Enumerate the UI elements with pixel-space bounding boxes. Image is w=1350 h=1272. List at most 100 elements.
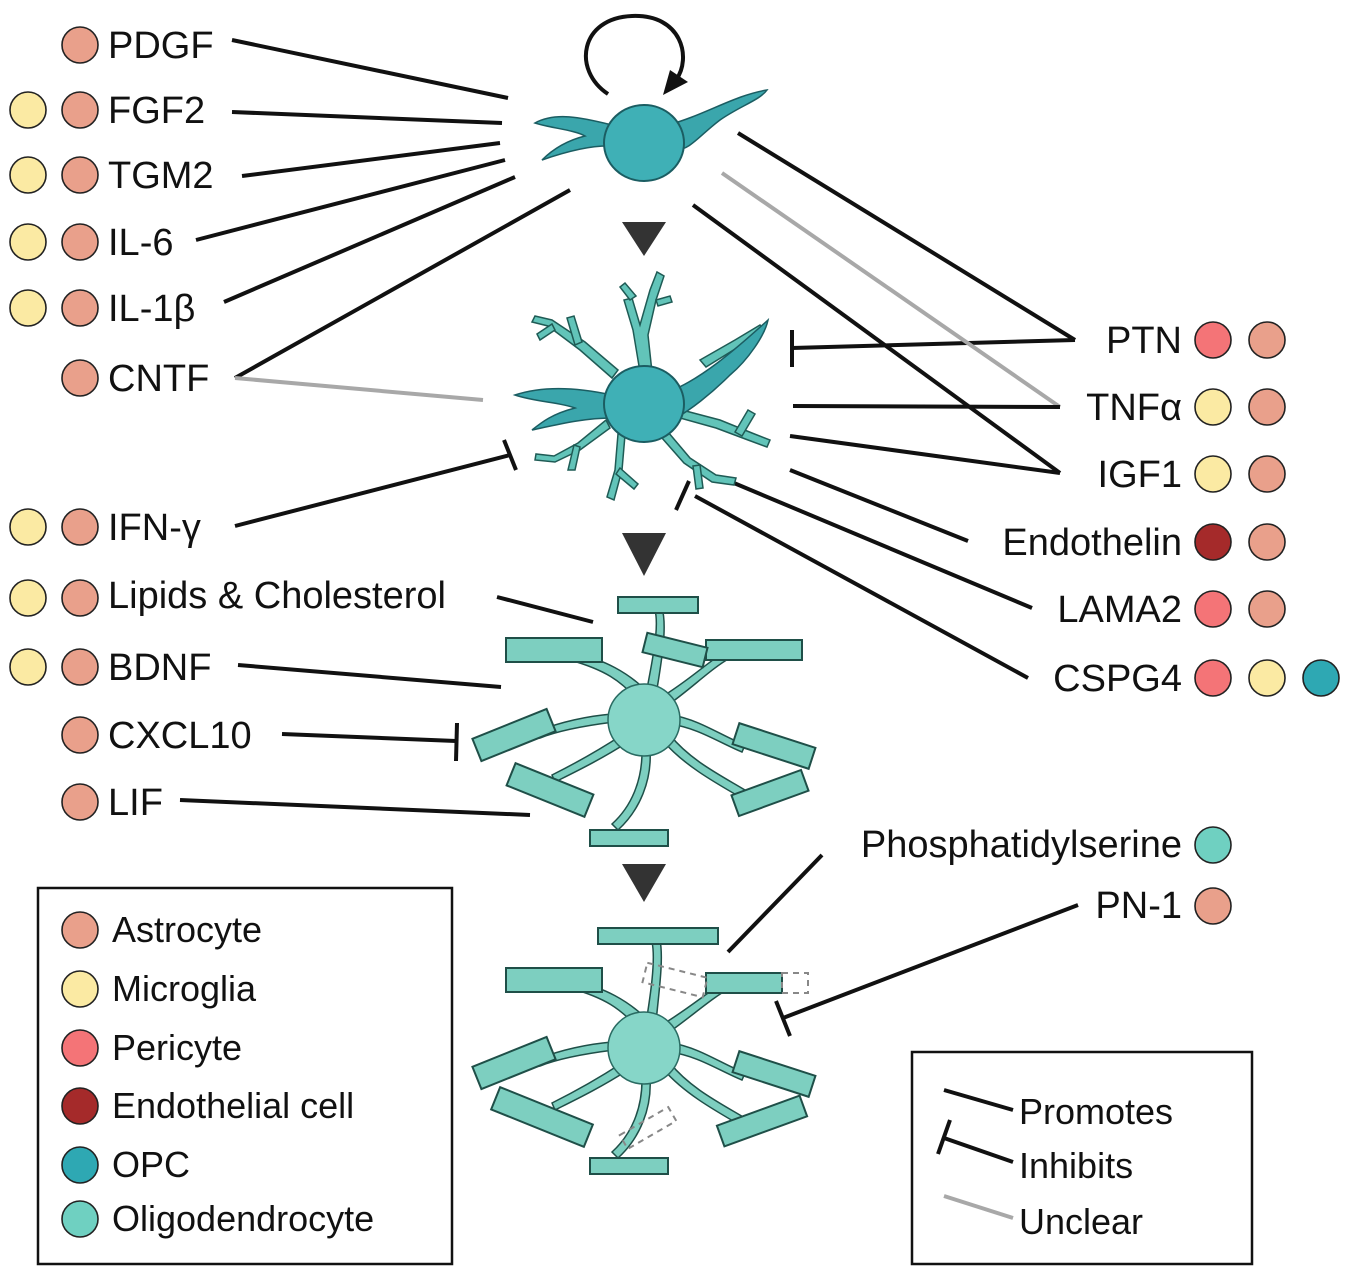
factor-label: IL-1β xyxy=(108,288,195,330)
line-tgm2-opc xyxy=(241,141,501,178)
factor-label: LAMA2 xyxy=(1057,589,1182,631)
line-igf1-pre-ol xyxy=(789,434,1061,475)
down-triangle-icon xyxy=(622,222,666,256)
myelin-sheath xyxy=(589,829,669,847)
line-tnfa-pre-ol xyxy=(792,404,1061,409)
pericyte-dot-icon xyxy=(1194,659,1232,697)
legend-label: Unclear xyxy=(1019,1201,1143,1242)
microglia-dot-icon xyxy=(9,223,47,261)
factor-lif: LIF xyxy=(61,782,163,824)
factor-cxcl10: CXCL10 xyxy=(61,715,252,757)
microglia-dot-icon xyxy=(61,970,99,1008)
opc-dot-icon xyxy=(61,1146,99,1184)
factor-label: PDGF xyxy=(108,25,214,67)
self-renewal-arrow xyxy=(583,13,688,96)
astrocyte-dot-icon xyxy=(61,91,99,129)
line-cxcl10-ol xyxy=(281,732,457,743)
line-phosphatidylserine-myel xyxy=(726,853,824,954)
factor-label: FGF2 xyxy=(108,90,205,132)
microglia-dot-icon xyxy=(1194,455,1232,493)
microglia-dot-icon xyxy=(9,91,47,129)
myelin-sheath-ghost xyxy=(641,961,709,999)
pericyte-dot-icon xyxy=(61,1029,99,1067)
opc-soma xyxy=(603,104,685,182)
line-pn1-myel xyxy=(782,903,1079,1020)
legend-item-promotes: Promotes xyxy=(943,1088,1173,1132)
astrocyte-dot-icon xyxy=(61,359,99,397)
factor-label: BDNF xyxy=(108,647,211,689)
line-lif-ol xyxy=(179,798,531,817)
line-il1b-opc xyxy=(223,175,516,304)
legend-label: OPC xyxy=(112,1144,190,1185)
line-il6-opc xyxy=(195,158,506,242)
line-igf1-opc xyxy=(691,203,1062,475)
microglia-dot-icon xyxy=(1248,659,1286,697)
factor-label: TNFα xyxy=(1086,387,1182,429)
factor-endothelin: Endothelin xyxy=(1002,522,1286,564)
factor-label: TGM2 xyxy=(108,155,214,197)
line-bdnf-ol xyxy=(237,663,502,689)
inhibits-line-icon xyxy=(943,1136,1014,1164)
factor-pn1: PN-1 xyxy=(1095,885,1232,927)
myelin-sheath-ghost xyxy=(618,1105,678,1151)
factor-lipids-cholesterol: Lipids & Cholesterol xyxy=(9,575,446,617)
myelin-sheath xyxy=(617,596,699,614)
pre-oligodendrocyte-cell xyxy=(512,270,771,502)
legend-item-oligodendrocyte: Oligodendrocyte xyxy=(61,1198,374,1239)
factor-ptn: PTN xyxy=(1106,320,1286,362)
astrocyte-dot-icon xyxy=(61,508,99,546)
factor-il1b: IL-1β xyxy=(9,288,195,330)
factor-cntf: CNTF xyxy=(61,358,209,400)
line-cspg4-pre-ol xyxy=(694,494,1029,680)
endothelial-cell-dot-icon xyxy=(1194,523,1232,561)
astrocyte-dot-icon xyxy=(61,26,99,64)
myelin-sheath-ghost xyxy=(781,972,809,994)
down-triangle-icon xyxy=(622,864,666,902)
line-cntf-opc xyxy=(234,188,571,380)
unclear-line-icon xyxy=(943,1194,1014,1220)
astrocyte-dot-icon xyxy=(61,579,99,617)
factor-label: CSPG4 xyxy=(1053,658,1182,700)
cell-type-legend-box xyxy=(36,886,454,1266)
microglia-dot-icon xyxy=(9,156,47,194)
myelin-sheath xyxy=(505,637,603,663)
factor-cspg4: CSPG4 xyxy=(1053,658,1340,700)
factor-label: Endothelin xyxy=(1002,522,1182,564)
line-pdgf-opc xyxy=(231,38,509,100)
microglia-dot-icon xyxy=(9,508,47,546)
opc-cell xyxy=(533,88,769,182)
myelin-sheath xyxy=(705,972,783,994)
line-lipids-ol xyxy=(496,595,594,624)
myelin-sheath xyxy=(597,927,719,945)
promotes-line-icon xyxy=(943,1088,1014,1112)
factor-phosphatidylserine: Phosphatidylserine xyxy=(861,824,1232,866)
factor-igf1: IGF1 xyxy=(1098,454,1286,496)
tbar-pn1 xyxy=(774,1000,792,1037)
factor-label: Lipids & Cholesterol xyxy=(108,575,446,617)
line-ptn-opc xyxy=(736,131,1077,342)
myelin-sheath xyxy=(471,1035,557,1091)
self-renewal-arrowhead-icon xyxy=(663,70,688,95)
myelin-sheath xyxy=(505,967,603,993)
factor-fgf2: FGF2 xyxy=(9,90,205,132)
legend-item-opc: OPC xyxy=(61,1144,190,1185)
astrocyte-dot-icon xyxy=(1248,321,1286,359)
inhibits-tbar-icon xyxy=(936,1119,952,1155)
myelin-sheath xyxy=(489,1085,595,1149)
right-factor-labels: PTN TNFα IGF1 Endothelin LAMA2 CSPG4 xyxy=(861,320,1340,927)
factor-label: LIF xyxy=(108,782,163,824)
astrocyte-dot-icon xyxy=(61,156,99,194)
left-factor-labels: PDGF FGF2 TGM2 IL-6 IL-1β CNTF xyxy=(9,25,446,824)
myelin-sheath xyxy=(589,1157,669,1175)
factor-label: IGF1 xyxy=(1098,454,1182,496)
pericyte-dot-icon xyxy=(1194,590,1232,628)
factor-tgm2: TGM2 xyxy=(9,155,214,197)
astrocyte-dot-icon xyxy=(61,783,99,821)
factor-label: PN-1 xyxy=(1095,885,1182,927)
line-endothelin-pre-ol xyxy=(789,468,969,543)
astrocyte-dot-icon xyxy=(1248,388,1286,426)
oligodendrocyte-dot-icon xyxy=(61,1200,99,1238)
myelin-sheath xyxy=(731,1049,817,1099)
line-lama2-pre-ol xyxy=(721,476,1033,610)
